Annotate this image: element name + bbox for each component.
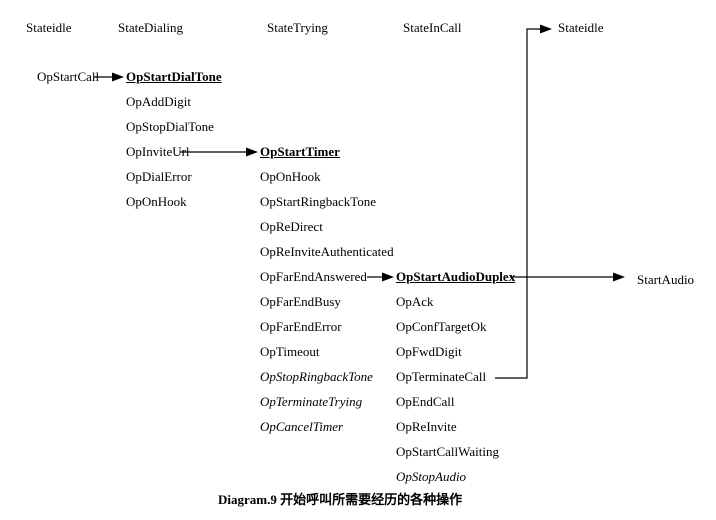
op-ack: OpAck	[396, 294, 434, 309]
op-stop-dial-tone: OpStopDialTone	[126, 119, 214, 134]
diagram-caption: Diagram.9 开始呼叫所需要经历的各种操作	[218, 492, 463, 507]
state-header-idle-right: Stateidle	[558, 20, 604, 35]
op-start-call-waiting: OpStartCallWaiting	[396, 444, 499, 459]
start-audio-result: StartAudio	[637, 272, 695, 287]
op-reinvite-authenticated: OpReInviteAuthenticated	[260, 244, 394, 259]
op-far-end-error: OpFarEndError	[260, 319, 342, 334]
op-dial-error: OpDialError	[126, 169, 192, 184]
op-start-audio-duplex: OpStartAudioDuplex	[396, 269, 516, 284]
op-end-call: OpEndCall	[396, 394, 455, 409]
op-cancel-timer: OpCancelTimer	[260, 419, 344, 434]
arrow-opinviteurl-to-opstarttimer	[180, 147, 258, 157]
arrow-opstartcall-to-opstartdialtone	[94, 72, 124, 82]
op-on-hook-dialing: OpOnHook	[126, 194, 187, 209]
op-start-timer: OpStartTimer	[260, 144, 340, 159]
arrow-opterminatecall-to-stateidle	[495, 24, 552, 379]
op-stop-audio: OpStopAudio	[396, 469, 467, 484]
op-timeout: OpTimeout	[260, 344, 320, 359]
op-start-dial-tone: OpStartDialTone	[126, 69, 222, 84]
state-header-incall: StateInCall	[403, 20, 462, 35]
op-conf-target-ok: OpConfTargetOk	[396, 319, 487, 334]
op-reinvite: OpReInvite	[396, 419, 457, 434]
op-terminate-call: OpTerminateCall	[396, 369, 487, 384]
op-fwd-digit: OpFwdDigit	[396, 344, 462, 359]
op-far-end-answered: OpFarEndAnswered	[260, 269, 367, 284]
state-header-dialing: StateDialing	[118, 20, 183, 35]
op-far-end-busy: OpFarEndBusy	[260, 294, 341, 309]
state-header-trying: StateTrying	[267, 20, 328, 35]
op-redirect: OpReDirect	[260, 219, 323, 234]
op-start-call: OpStartCall	[37, 69, 100, 84]
op-on-hook-trying: OpOnHook	[260, 169, 321, 184]
op-terminate-trying: OpTerminateTrying	[260, 394, 363, 409]
state-header-idle-left: Stateidle	[26, 20, 72, 35]
op-start-ringback-tone: OpStartRingbackTone	[260, 194, 377, 209]
arrow-opfarendanswered-to-opstartaudioduplex	[367, 272, 394, 282]
op-stop-ringback-tone: OpStopRingbackTone	[260, 369, 373, 384]
op-add-digit: OpAddDigit	[126, 94, 191, 109]
op-invite-url: OpInviteUrl	[126, 144, 190, 159]
